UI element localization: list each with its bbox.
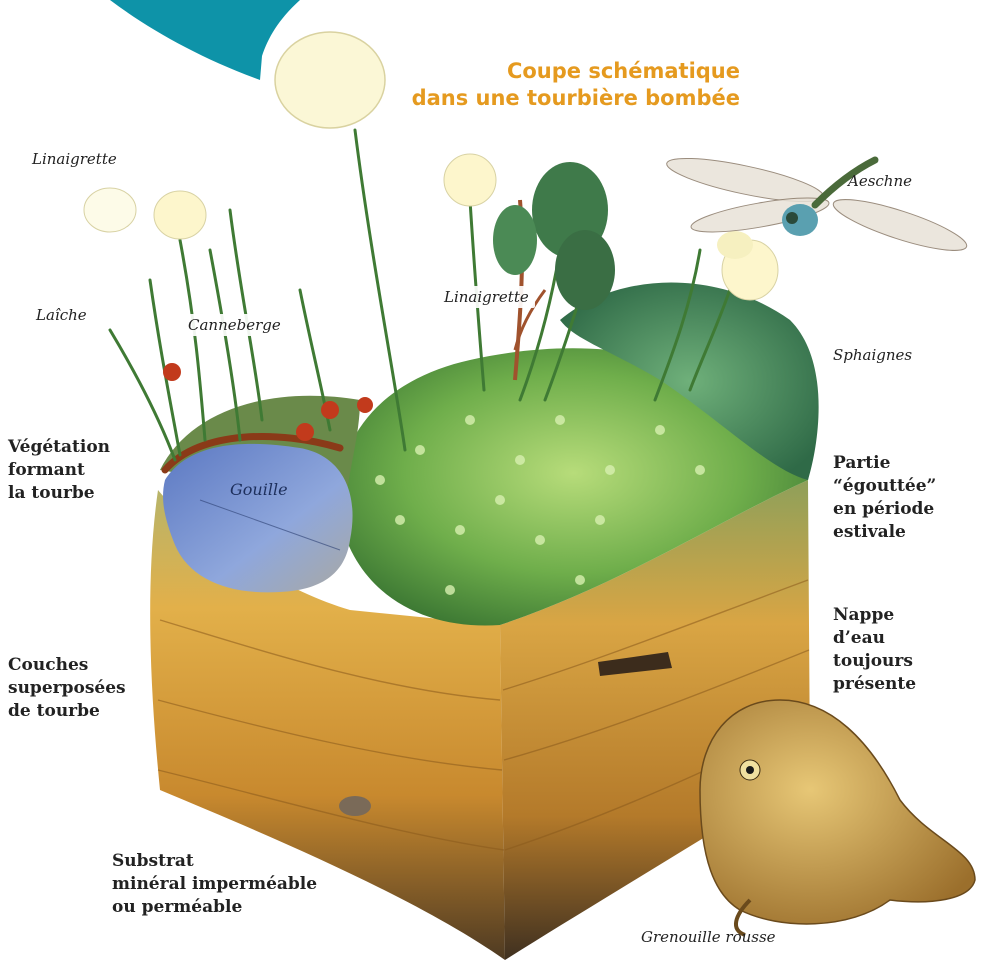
title-line-1: Coupe schématique <box>330 58 740 85</box>
pebble <box>339 796 371 816</box>
title-line-2: dans une tourbière bombée <box>330 85 740 112</box>
label-sphaignes: Sphaignes <box>833 346 912 364</box>
label-substrat: Substrat minéral imperméable ou perméabl… <box>112 850 317 919</box>
diagram-title: Coupe schématique dans une tourbière bom… <box>330 58 740 112</box>
label-laiche: Laîche <box>36 306 87 324</box>
label-gouille: Gouille <box>230 480 288 499</box>
small-pine-tree <box>493 162 615 380</box>
dragonfly-icon <box>664 150 971 260</box>
corner-accent <box>110 0 300 80</box>
label-vegetation: Végétation formant la tourbe <box>8 436 110 505</box>
frog-icon <box>700 700 975 935</box>
label-linaigrette-left: Linaigrette <box>32 150 117 168</box>
label-nappe-eau: Nappe d’eau toujours présente <box>833 604 916 696</box>
label-aeschne: Aeschne <box>848 172 912 190</box>
label-linaigrette-center: Linaigrette <box>438 286 535 308</box>
label-canneberge: Canneberge <box>182 314 287 336</box>
label-couches: Couches superposées de tourbe <box>8 654 126 723</box>
label-grenouille-rousse: Grenouille rousse <box>641 928 776 946</box>
label-partie-egouttee: Partie “égouttée” en période estivale <box>833 452 936 544</box>
